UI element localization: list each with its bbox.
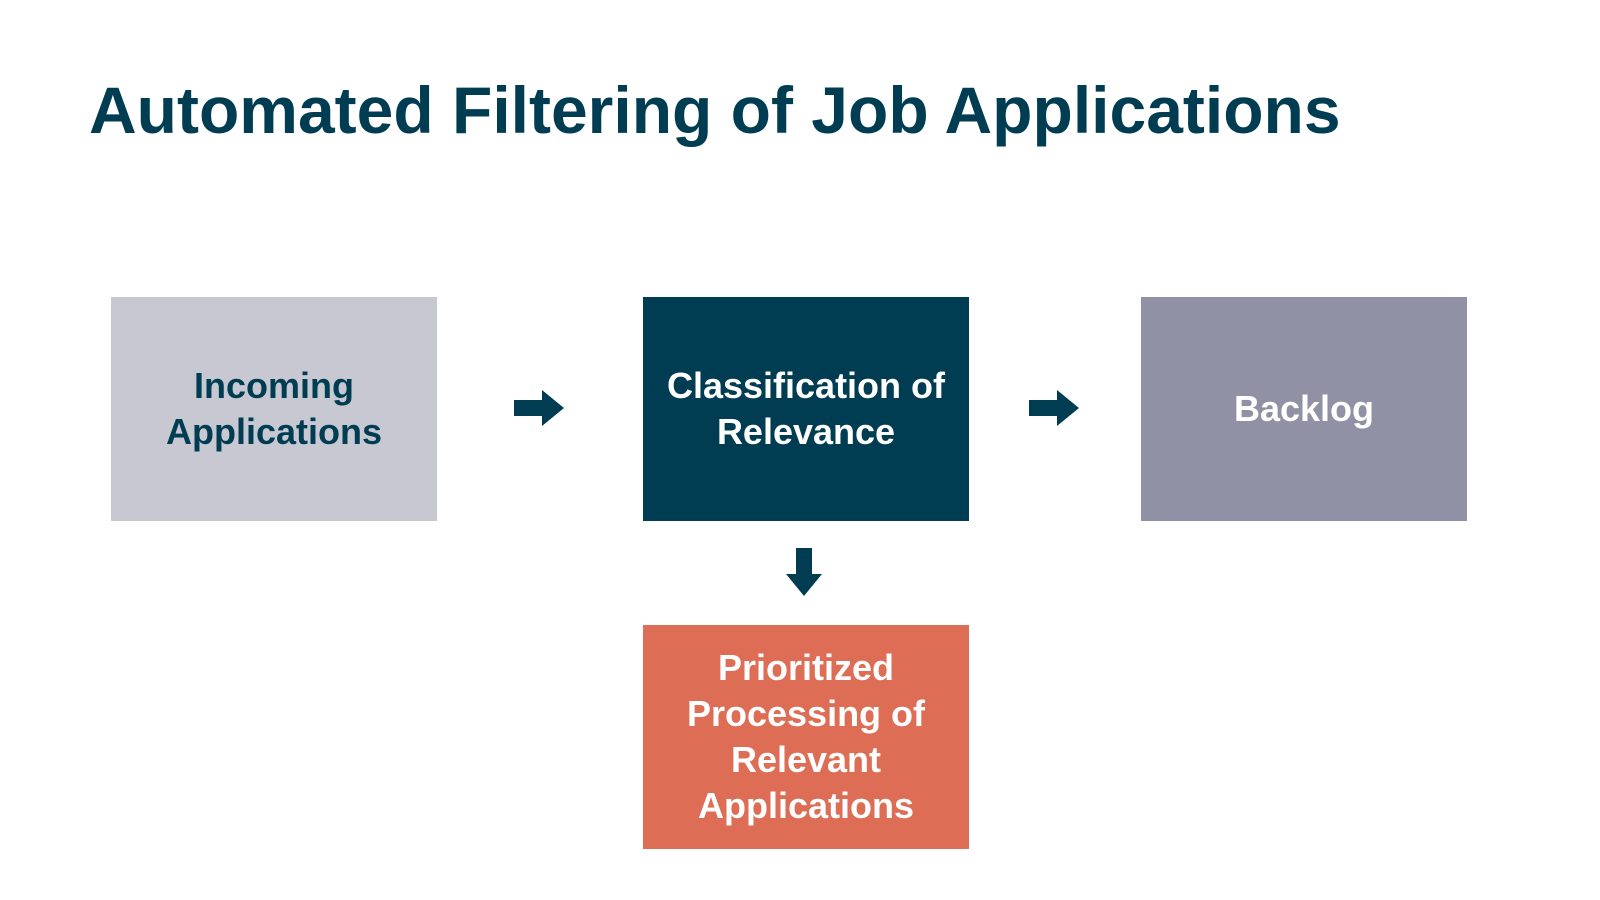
arrow-right-icon — [1029, 390, 1079, 426]
classification-of-relevance-box: Classification of Relevance — [643, 297, 969, 521]
incoming-applications-label: Incoming Applications — [165, 365, 383, 452]
arrow-right-icon — [514, 390, 564, 426]
classification-of-relevance-label: Classification of Relevance — [666, 365, 946, 452]
slide-title: Automated Filtering of Job Applications — [89, 73, 1341, 147]
backlog-label: Backlog — [1233, 388, 1375, 429]
prioritized-processing-box: Prioritized Processing of Relevant Appli… — [643, 625, 969, 849]
arrow-down-icon — [786, 548, 822, 596]
prioritized-processing-label: Prioritized Processing of Relevant Appli… — [686, 647, 926, 826]
backlog-box: Backlog — [1141, 297, 1467, 521]
incoming-applications-box: Incoming Applications — [111, 297, 437, 521]
